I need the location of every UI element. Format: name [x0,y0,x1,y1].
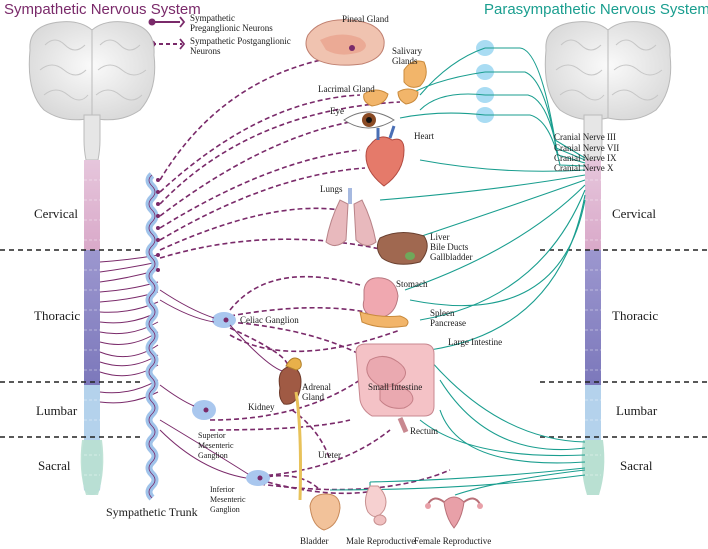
sympathetic-title: Sympathetic Nervous System [4,1,201,18]
left-brain [28,21,156,161]
imgLabel-line: Mesenteric [210,495,246,504]
large-intestine-label: Large Intestine [448,337,502,347]
imgLabel-line: Ganglion [210,505,240,514]
smgLabel-line: Mesenteric [198,441,234,450]
sympathetic-postganglionic-paths [159,57,451,495]
stomach-label: Stomach [396,279,428,289]
left-cervical-label: Cervical [34,206,78,221]
cranial-nerve-iii-label: Cranial Nerve III [554,132,616,142]
eye-organ [343,111,395,129]
smgLabel-line: Ganglion [198,451,228,460]
smgLabel-line: Superior [198,431,226,440]
legendPre-line: Sympathetic [190,13,235,23]
female-reproductive-label: Female Reproductive [414,536,491,546]
liverLabel-line: Bile Ducts [430,242,469,252]
ganglia [192,312,270,486]
right-sacral-label: Sacral [620,458,653,473]
male-reproductive-label: Male Reproductive [346,536,415,546]
pineal-gland-label: Pineal Gland [342,14,389,24]
adrenalLabel-line: Adrenal [302,382,331,392]
legendPost-line: Sympathetic Postganglionic [190,36,291,46]
bladder-label: Bladder [300,536,329,546]
parasympathetic-paths [329,47,586,505]
sympathetic-trunk [145,172,160,501]
lacrimal-gland-organ [363,89,389,107]
legendPost-line: Neurons [190,46,221,56]
heart-organ [365,125,405,187]
liverLabel-line: Gallbladder [430,252,472,262]
female-reproductive-organ [425,496,483,529]
lacrimal-gland-label: Lacrimal Gland [318,84,375,94]
parasympathetic-ganglia [476,40,494,123]
intestines-organ [355,343,435,433]
left-sacral-label: Sacral [38,458,71,473]
legend-preganglionic [148,16,186,28]
spleenLabel-line: Spleen [430,308,455,318]
celiac-ganglion-label: Celiac Ganglion [240,315,299,325]
kidney-label: Kidney [248,402,275,412]
rectum-label: Rectum [410,426,438,436]
imgLabel-line: Inferior [210,485,235,494]
liver-organ [376,232,428,265]
cranial-nerve-ix-label: Cranial Nerve IX [554,153,617,163]
lungs-label: Lungs [320,184,343,194]
small-intestine-label: Small Intestine [368,382,422,392]
heart-label: Heart [414,131,434,141]
stomach-organ [359,277,409,328]
liverLabel-line: Liver [430,232,450,242]
parasympathetic-title: Parasympathetic Nervous System [484,1,708,18]
right-lumbar-label: Lumbar [616,403,658,418]
right-thoracic-label: Thoracic [612,308,658,323]
left-thoracic-label: Thoracic [34,308,80,323]
left-spinal-cord [80,160,104,495]
left-lumbar-label: Lumbar [36,403,78,418]
male-reproductive-organ [364,485,387,526]
sympathetic-trunk-label: Sympathetic Trunk [106,505,198,519]
spleenLabel-line: Pancrease [430,318,466,328]
cranial-nerve-x-label: Cranial Nerve X [554,163,614,173]
cranial-nerve-labels: Cranial Nerve III Cranial Nerve VII Cran… [554,132,619,173]
pineal-gland-organ [305,19,385,66]
right-spinal-cord [581,160,605,495]
lungs-organ [325,188,377,246]
right-brain [544,21,672,161]
ureter-label: Ureter [318,450,341,460]
salivaryLabel-line: Glands [392,56,418,66]
ganglion-links [159,289,287,479]
eye-label: Eye [330,106,344,116]
legendPre-line: Preganglionic Neurons [190,23,273,33]
cranial-nerve-vii-label: Cranial Nerve VII [554,143,619,153]
adrenalLabel-line: Gland [302,392,324,402]
right-cervical-label: Cervical [612,206,656,221]
salivary-glands-organ [397,60,427,105]
salivaryLabel-line: Salivary [392,46,422,56]
kidney-adrenal-organ [278,357,302,501]
bladder-organ [309,493,341,531]
